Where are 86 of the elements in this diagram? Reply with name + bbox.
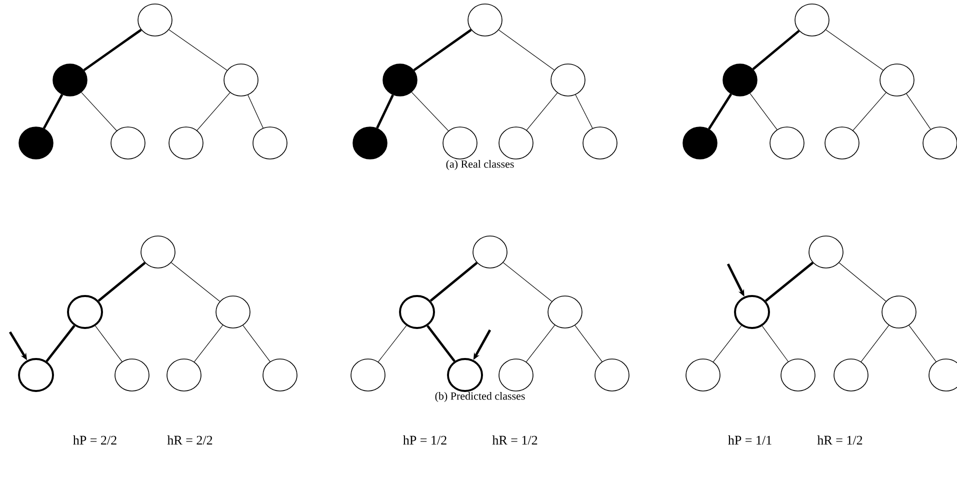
tree-edge xyxy=(764,262,814,302)
metric-label: hR = 1/2 xyxy=(817,435,862,445)
tree-edge xyxy=(248,94,264,128)
tree-node xyxy=(594,358,630,392)
tree-node xyxy=(216,296,250,328)
tree-edge xyxy=(906,94,931,130)
tree-node xyxy=(138,4,172,36)
tree-node xyxy=(352,126,388,160)
tree-node xyxy=(498,126,534,160)
tree-node xyxy=(686,358,720,392)
tree-edge xyxy=(708,93,732,130)
tree-edge xyxy=(526,92,558,130)
caption: (b) Predicted classes xyxy=(435,392,525,402)
tree-node xyxy=(880,64,914,96)
tree-edge xyxy=(713,325,742,362)
tree-node xyxy=(166,358,202,392)
tree-edge xyxy=(430,262,478,302)
tree-node xyxy=(498,358,534,392)
tree-edge xyxy=(752,30,800,70)
metric-label: hP = 1/2 xyxy=(403,435,446,445)
tree-edge xyxy=(376,94,394,129)
tree-edge xyxy=(838,262,886,302)
tree-node xyxy=(722,64,758,96)
metric-label: hR = 2/2 xyxy=(167,435,212,445)
tree-edge xyxy=(95,326,122,362)
tree-node xyxy=(472,236,508,268)
tree-node xyxy=(140,236,176,268)
tree-edge xyxy=(575,94,593,129)
metric-label: hP = 1/1 xyxy=(728,435,772,445)
tree-edge xyxy=(196,92,230,131)
tree-edge xyxy=(826,30,884,70)
tree-node xyxy=(780,358,816,392)
tree-node xyxy=(67,295,103,329)
tree-node xyxy=(252,126,288,160)
tree-node xyxy=(682,126,718,160)
tree-node xyxy=(110,126,146,160)
tree-node xyxy=(382,64,418,96)
tree-edge xyxy=(498,30,554,70)
tree-edge xyxy=(908,325,936,362)
tree-edge xyxy=(762,326,788,362)
tree-edge xyxy=(170,262,220,302)
tree-edge xyxy=(98,262,146,302)
tree-node xyxy=(18,126,54,160)
tree-node xyxy=(399,295,435,329)
tree-node xyxy=(52,64,88,96)
tree-node xyxy=(824,126,860,160)
tree-edge xyxy=(411,92,449,132)
metric-label: hR = 1/2 xyxy=(492,435,538,445)
tree-edge xyxy=(502,262,552,302)
tree-node xyxy=(834,358,868,392)
tree-node xyxy=(447,358,483,392)
tree-node xyxy=(442,126,478,160)
tree-node xyxy=(734,295,770,329)
tree-edge xyxy=(574,325,602,362)
tree-node xyxy=(582,126,618,160)
tree-node xyxy=(114,358,150,392)
tree-edge xyxy=(83,28,142,72)
tree-node xyxy=(882,296,916,328)
tree-node xyxy=(550,64,586,96)
caption: (a) Real classes xyxy=(446,160,514,170)
tree-edge xyxy=(426,325,456,362)
tree-node xyxy=(224,64,258,96)
tree-node xyxy=(262,358,298,392)
tree-edge xyxy=(413,28,472,72)
tree-edge xyxy=(526,324,556,362)
tree-node xyxy=(922,126,957,160)
tree-edge xyxy=(378,325,407,362)
tree-node xyxy=(548,296,582,328)
tree-edge xyxy=(852,92,886,131)
tree-edge xyxy=(242,325,270,362)
tree-node xyxy=(928,358,957,392)
tree-node xyxy=(168,126,204,160)
tree-edge xyxy=(168,29,228,71)
tree-edge xyxy=(860,325,890,362)
metric-label: hP = 2/2 xyxy=(73,435,116,445)
tree-edge xyxy=(194,324,224,362)
tree-edge xyxy=(750,93,778,130)
tree-node xyxy=(808,236,844,268)
tree-edge xyxy=(46,324,76,362)
tree-node xyxy=(468,4,502,36)
tree-edge xyxy=(81,92,117,131)
tree-node xyxy=(18,358,54,392)
tree-edge xyxy=(42,94,64,129)
tree-node xyxy=(350,358,386,392)
tree-node xyxy=(770,126,804,160)
tree-node xyxy=(794,4,830,36)
